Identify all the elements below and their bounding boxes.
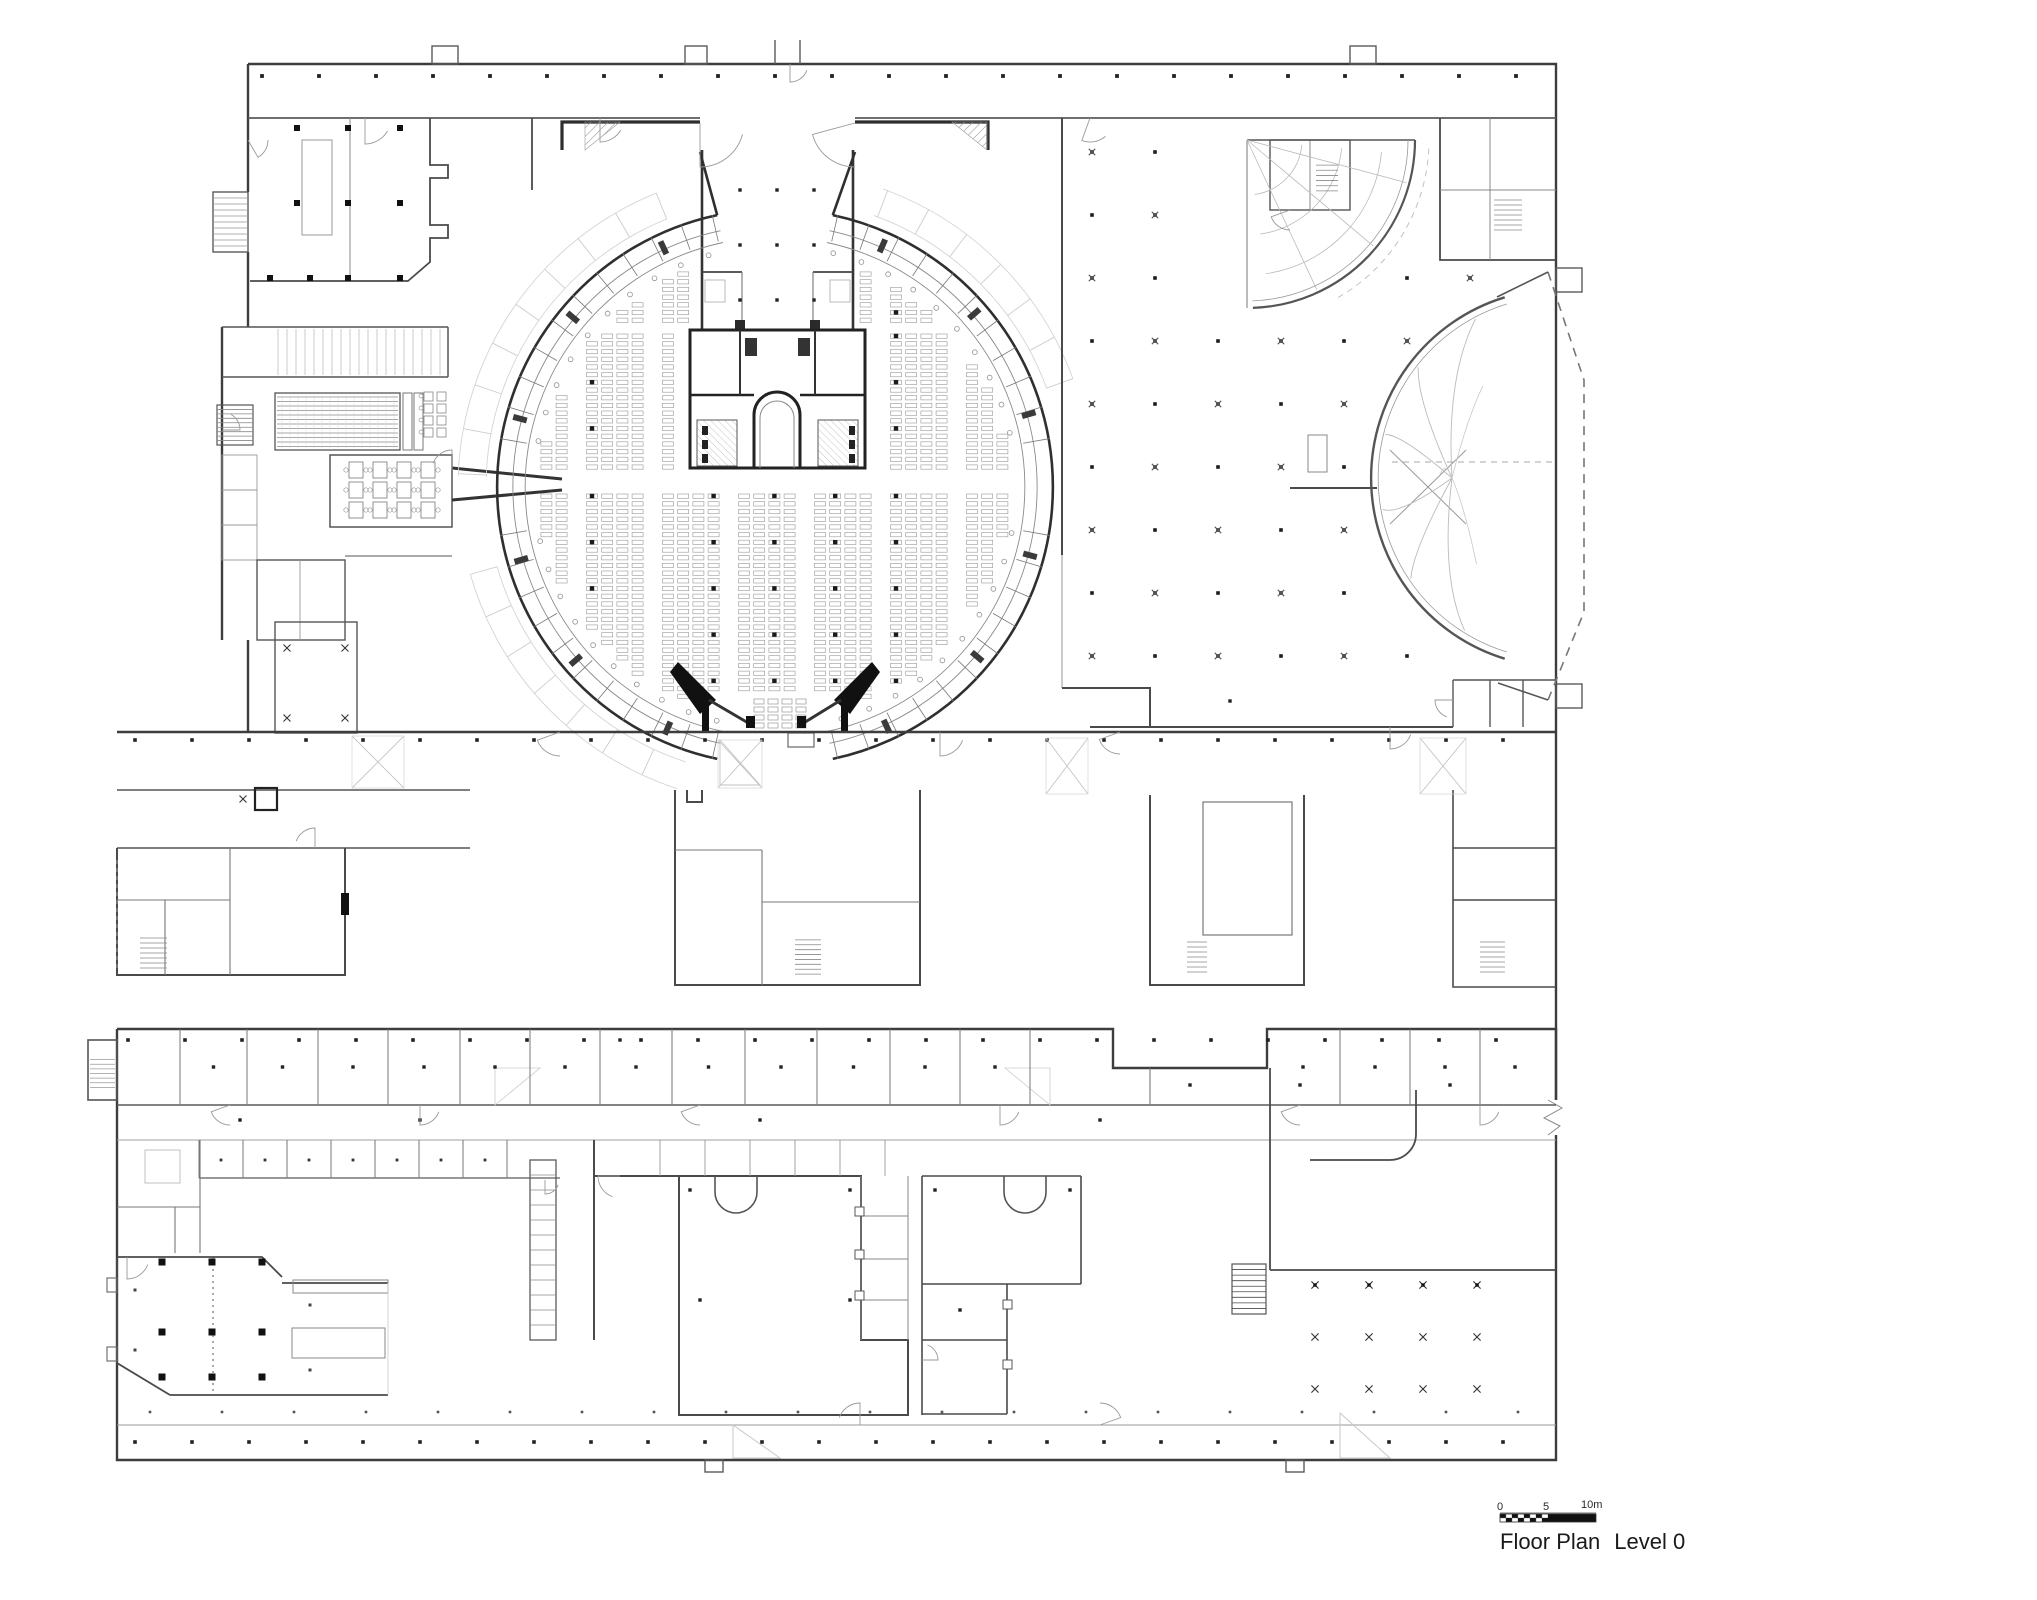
stair-center — [1231, 1263, 1267, 1315]
hall-table — [291, 1327, 386, 1359]
service-strip — [116, 730, 1556, 988]
hatch-triangle — [951, 121, 988, 151]
stairwell — [216, 404, 254, 446]
core-shaft — [301, 139, 333, 236]
retractable-seating — [274, 392, 401, 451]
elevator — [253, 786, 279, 812]
meeting-room — [329, 454, 453, 528]
corridor-walls — [700, 150, 855, 330]
rounded-room — [1310, 1090, 1417, 1161]
plan-title: Floor Plan Level 0 — [1500, 1529, 1685, 1554]
arched-portal — [752, 390, 802, 468]
entrance-vestibule — [531, 118, 990, 330]
auditorium-south-entry — [670, 662, 880, 786]
lobby — [1061, 118, 1556, 728]
roof-tab — [431, 45, 459, 65]
hall-m2 — [921, 1175, 1082, 1415]
roof-tab — [1349, 45, 1377, 65]
planter — [1307, 434, 1328, 473]
plan-title-level: Level 0 — [1614, 1529, 1685, 1554]
door-swings — [126, 64, 1500, 1426]
room — [256, 559, 346, 641]
link-corridor — [451, 466, 563, 502]
scale-bar — [1499, 1512, 1597, 1523]
generated-details — [90, 74, 1522, 1444]
shell-canopy — [1369, 271, 1585, 701]
left-hall — [116, 1256, 388, 1396]
dashed-roof-outline — [1547, 271, 1585, 701]
scale-tick-10m: 10m — [1581, 1499, 1602, 1511]
outer-colonnade — [457, 188, 1074, 789]
lobby-columns — [1088, 148, 1474, 660]
top-left-room-block — [250, 118, 449, 282]
roof-tab — [684, 45, 708, 65]
stair-left — [87, 1039, 118, 1101]
scale-tick-5: 5 — [1543, 1501, 1549, 1513]
seating-rows — [540, 188, 1009, 729]
title-block: 0 5 10m Floor Plan Level 0 — [1497, 1499, 1685, 1554]
scale-tick-0: 0 — [1497, 1501, 1503, 1513]
auditorium-core — [688, 328, 867, 470]
left-wing — [216, 326, 563, 734]
lower-building — [87, 1027, 1564, 1473]
hatch-triangle — [584, 121, 621, 151]
upper-building-outline — [212, 40, 1583, 1100]
fan-canopy — [1246, 139, 1430, 309]
u-niche — [1003, 1176, 1047, 1214]
u-niche — [714, 1176, 758, 1214]
break-line-symbol — [1542, 1099, 1564, 1136]
auditorium-rim — [495, 151, 1055, 761]
plan-title-main: Floor Plan — [1500, 1529, 1600, 1554]
